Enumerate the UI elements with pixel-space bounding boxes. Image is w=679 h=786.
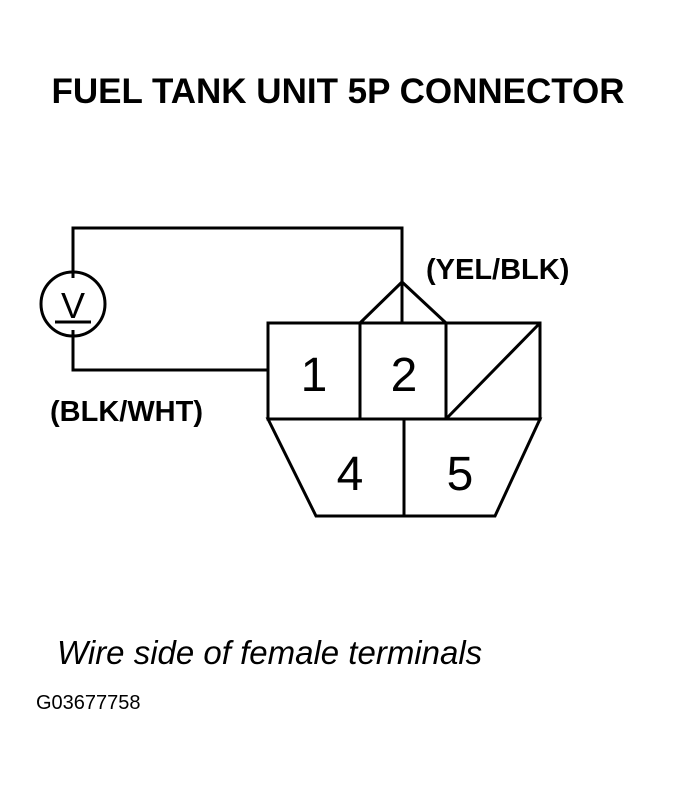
connector: 1 2 4 5 [265,321,543,518]
voltmeter: V [39,270,107,338]
voltmeter-circle [39,270,107,338]
pin-4-label: 4 [337,448,364,501]
negative-lead [71,330,268,372]
empty-cavity-slash [444,321,542,421]
wire-label-blk-wht: (BLK/WHT) [50,396,203,428]
pin-5-label: 5 [447,448,474,501]
connector-bottom-row [265,417,543,518]
voltmeter-symbol: V [61,285,85,326]
test-leads [71,226,448,372]
diagram-caption: Wire side of female terminals [57,634,482,671]
diagram-title: FUEL TANK UNIT 5P CONNECTOR [51,72,624,111]
pin-2-label: 2 [391,349,418,402]
positive-lead [71,226,404,282]
figure-code: G03677758 [36,692,141,714]
pin-1-label: 1 [301,349,328,402]
wire-label-yel-blk: (YEL/BLK) [426,254,569,286]
